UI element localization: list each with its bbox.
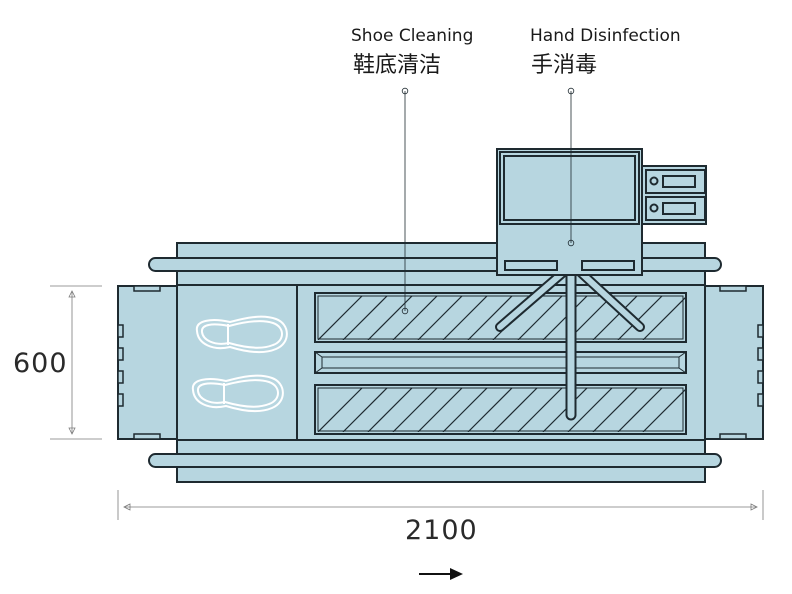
turnstile-arms [495, 265, 645, 421]
shoe-cleaning-label: Shoe Cleaning [351, 26, 473, 46]
length-dimension-label: 2100 [405, 515, 478, 546]
ramp-details [117, 285, 764, 440]
dimension-depth [50, 285, 102, 440]
handrail-bottom [148, 453, 722, 468]
shoe-cleaning-label-cn: 鞋底清洁 [353, 53, 441, 78]
right-ramp [704, 285, 764, 440]
brush-panel-bottom [314, 384, 687, 435]
arrow-right-icon [419, 568, 463, 580]
center-channel [314, 351, 687, 374]
depth-dimension-label: 600 [13, 348, 68, 379]
left-ramp [117, 285, 178, 440]
dimension-length [117, 490, 764, 520]
brush-panels [314, 292, 687, 435]
hand-disinfection-unit [496, 148, 707, 276]
hand-slot-right [581, 260, 635, 271]
shoe-outline-icon [191, 315, 288, 413]
hand-disinfection-label-cn: 手消毒 [531, 53, 597, 78]
hand-slot-left [504, 260, 558, 271]
hand-disinfection-label: Hand Disinfection [530, 26, 681, 46]
disinfection-screen [503, 155, 636, 221]
leader-lines [401, 87, 575, 315]
